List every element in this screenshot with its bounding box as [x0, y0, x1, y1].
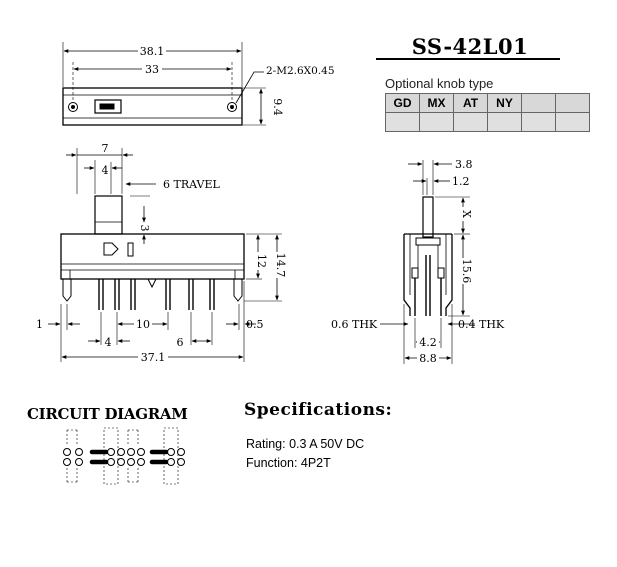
thk-right-label: 0.4 THK [458, 318, 505, 331]
dim-38-1-label: 38.1 [140, 45, 165, 58]
dim-8-8-label: 8.8 [419, 352, 437, 365]
knob-type-table: GD MX AT NY [385, 93, 590, 132]
knob-empty-cell [487, 112, 522, 132]
dim-3-8-label: 3.8 [455, 158, 473, 171]
mounting-hole-left [68, 102, 78, 112]
knob-type-label: Optional knob type [385, 76, 494, 91]
hole-callout-label: 2-M2.6X0.45 [266, 65, 335, 77]
dim-33-label: 33 [145, 63, 159, 76]
spec-function: Function: 4P2T [246, 456, 331, 470]
dim-4-2-label: 4.2 [419, 336, 437, 349]
knob-type-cell [555, 93, 590, 113]
spec-rating: Rating: 0.3 A 50V DC [246, 437, 365, 451]
circuit-group-1 [63, 427, 125, 485]
dim-4-label: 4 [105, 336, 112, 349]
dim-14-7-label: 14.7 [274, 253, 287, 278]
circuit-group-2 [127, 427, 185, 485]
top-view-knob [94, 99, 122, 114]
knob-type-cell: NY [487, 93, 522, 113]
side-view [380, 160, 475, 364]
knob-empty-cell [453, 112, 488, 132]
circuit-diagram-title: CIRCUIT DIAGRAM [27, 405, 188, 423]
part-number-title: SS-42L01 [411, 34, 529, 59]
side-view-shaft [422, 196, 434, 238]
dim-15-6-label: 15.6 [460, 259, 473, 284]
knob-type-cell: GD [385, 93, 420, 113]
dim-7-label: 7 [102, 142, 109, 155]
thk-left-label: 0.6 THK [331, 318, 378, 331]
dim-12-label: 12 [255, 254, 268, 268]
travel-label: 6 TRAVEL [163, 178, 220, 191]
specifications-title: Specifications: [244, 400, 393, 420]
knob-empty-cell [419, 112, 454, 132]
front-view-knob [94, 195, 123, 235]
dim-1-2-label: 1.2 [452, 175, 470, 188]
dim-10-label: 10 [136, 318, 150, 331]
dim-knob-4-label: 4 [102, 164, 109, 177]
knob-type-cell [521, 93, 556, 113]
knob-empty-cell [555, 112, 590, 132]
knob-empty-cell [385, 112, 420, 132]
dim-x-label: X [460, 210, 473, 218]
title-underline [376, 58, 560, 60]
dim-6-label: 6 [177, 336, 184, 349]
dim-0-5-label: 0.5 [246, 318, 264, 331]
dim-9-4-label: 9.4 [271, 98, 284, 116]
top-view-body [62, 87, 243, 126]
circuit-diagram [63, 427, 185, 485]
front-view-body [60, 233, 245, 280]
mounting-hole-right [227, 102, 237, 112]
dim-3-label: 3 [138, 225, 151, 232]
dim-1-label: 1 [36, 318, 43, 331]
dim-37-1-label: 37.1 [141, 351, 166, 364]
